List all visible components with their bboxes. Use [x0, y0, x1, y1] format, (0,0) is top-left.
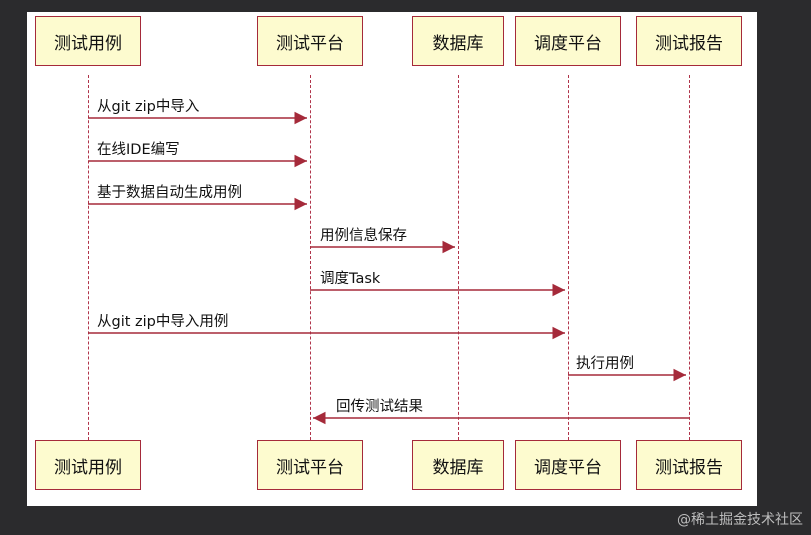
lifeline-test-report [689, 75, 690, 440]
message-label-online-ide: 在线IDE编写 [97, 142, 180, 158]
lifeline-database [458, 75, 459, 440]
actor-top-test-report: 测试报告 [636, 16, 742, 66]
message-label-import-cases: 从git zip中导入用例 [97, 314, 229, 330]
message-label-execute-cases: 执行用例 [576, 356, 634, 372]
actor-top-test-platform: 测试平台 [257, 16, 363, 66]
actor-top-test-case: 测试用例 [35, 16, 141, 66]
actor-bottom-database: 数据库 [412, 440, 504, 490]
sequence-diagram: 测试用例 测试平台 数据库 调度平台 测试报告 从git zip中导入 在线ID… [27, 12, 757, 506]
message-label-auto-generate: 基于数据自动生成用例 [97, 185, 242, 201]
message-label-return-results: 回传测试结果 [336, 399, 423, 415]
message-label-save-info: 用例信息保存 [320, 228, 407, 244]
actor-bottom-scheduler: 调度平台 [515, 440, 621, 490]
actor-top-database: 数据库 [412, 16, 504, 66]
message-label-import-git-zip: 从git zip中导入 [97, 99, 200, 115]
lifeline-test-platform [310, 75, 311, 440]
watermark: @稀土掘金技术社区 [677, 512, 803, 528]
actor-bottom-test-case: 测试用例 [35, 440, 141, 490]
message-arrows [88, 111, 689, 425]
lifeline-test-case [88, 75, 89, 440]
actor-bottom-test-report: 测试报告 [636, 440, 742, 490]
lifeline-scheduler [568, 75, 569, 440]
actor-top-scheduler: 调度平台 [515, 16, 621, 66]
actor-bottom-test-platform: 测试平台 [257, 440, 363, 490]
message-label-schedule-task: 调度Task [320, 271, 381, 287]
